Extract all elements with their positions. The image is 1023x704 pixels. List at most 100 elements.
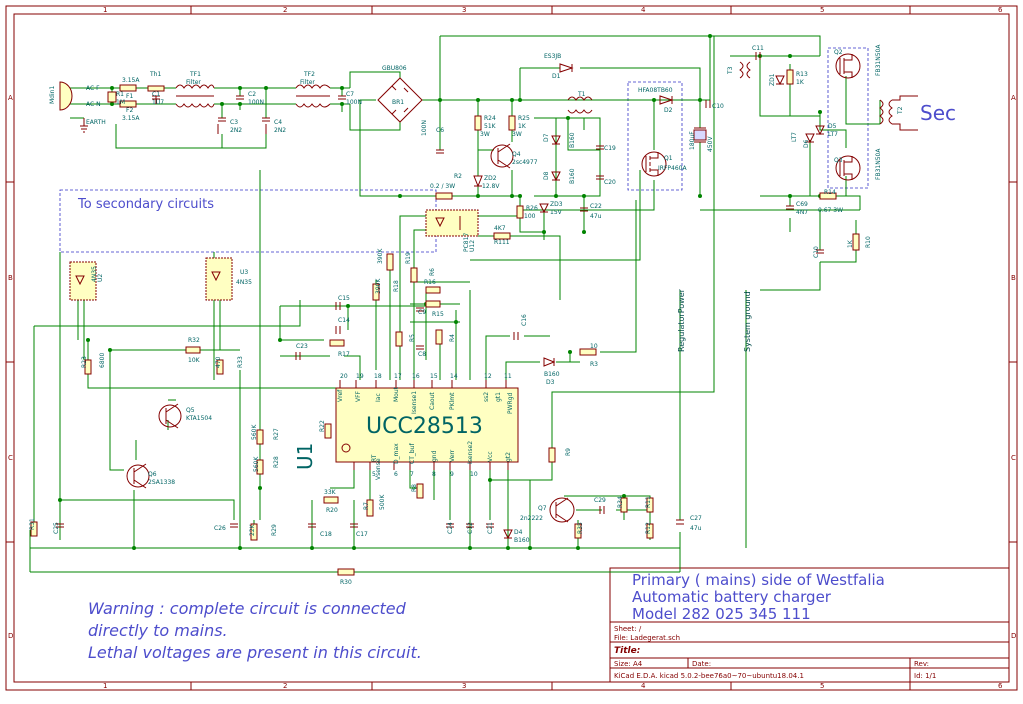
ref-r14: R14	[824, 189, 836, 196]
ref-c6-val: 100N	[421, 120, 428, 136]
col-label: 2	[283, 6, 287, 14]
ref-zd3-val: 15V	[550, 209, 563, 216]
ref-c-bulk: 180uF	[689, 131, 696, 150]
pin-vcc: Vcc	[487, 451, 494, 462]
warning-line-1: Warning : complete circuit is connected	[88, 599, 407, 618]
col-label: 3	[462, 6, 466, 14]
ref-c4-val: 2N2	[274, 127, 286, 134]
ref-r20: R20	[326, 507, 338, 514]
ref-es3j: ES3JB	[544, 53, 561, 60]
to-secondary-label: To secondary circuits	[77, 197, 214, 212]
ref-r28: R28	[273, 456, 280, 468]
ref-c22: C22	[590, 203, 602, 210]
ic-name: UCC28513	[366, 414, 483, 439]
pin-ss2: ss2	[483, 392, 490, 402]
ref-r8: R8	[411, 484, 418, 492]
ref-q6: Q6	[148, 471, 157, 478]
ref-c2-val: 100N	[248, 99, 264, 106]
ref-lt7: LT7	[791, 132, 798, 142]
ref-q5-val: KTA1504	[186, 415, 212, 422]
ref-f1-val: 3.15A	[122, 77, 140, 84]
ref-r7: R7	[363, 502, 370, 510]
ref-hfa: HFA08TB60	[638, 87, 673, 94]
ref-d7: D7	[543, 133, 550, 142]
date-label: Date:	[692, 660, 711, 668]
pin-num: 7	[410, 471, 414, 478]
ref-r29: R29	[271, 524, 278, 536]
ref-c12: C12	[467, 522, 474, 534]
ref-q2: Q2	[834, 49, 843, 56]
ref-r35: R35	[577, 522, 584, 534]
ref-zd3: ZD3	[550, 201, 563, 208]
ref-ac-n: AC N	[86, 101, 101, 108]
ref-c18: C18	[320, 531, 332, 538]
ref-r9: R9	[565, 448, 572, 456]
ref-r18: R18	[393, 280, 400, 292]
ref-c16: C16	[521, 314, 528, 326]
ref-pc817: PC817	[463, 233, 470, 252]
ref-r31: R31	[29, 518, 36, 530]
pin-gt2: gt2	[505, 452, 512, 462]
ref-r14-val: 0.67 3W	[818, 207, 843, 214]
pin-gt1: gt1	[495, 392, 502, 402]
row-label: B	[8, 274, 13, 282]
pin-num: 18	[374, 373, 382, 380]
ref-r13: R13	[796, 71, 808, 78]
ref-r28-val: 560K	[253, 456, 260, 472]
ref-br1: BR1	[392, 99, 404, 106]
title-line-1: Primary ( mains) side of Westfalia	[632, 571, 885, 589]
title-line-2: Automatic battery charger	[632, 588, 832, 606]
row-label: D	[8, 632, 13, 640]
ref-r10: R10	[865, 236, 872, 248]
ref-d6: D6	[803, 139, 810, 148]
ref-c26: C26	[214, 525, 226, 532]
ref-c24: C24	[447, 522, 454, 534]
system-ground-net: System ground	[743, 291, 752, 352]
ref-d5: D5	[828, 123, 837, 130]
ref-u3-val: 4N35	[236, 279, 252, 286]
col-label: 3	[462, 682, 466, 690]
id-label: Id: 1/1	[914, 672, 936, 680]
ref-c3: C3	[230, 119, 238, 126]
ref-c23: C23	[296, 343, 308, 350]
ref-c19: C19	[604, 145, 616, 152]
ref-t2: T2	[897, 106, 904, 115]
title-block: Primary ( mains) side of Westfalia Autom…	[609, 567, 1010, 683]
sec-label: Sec	[920, 101, 956, 125]
ref-r5: R5	[409, 334, 416, 342]
ref-r18-val: 390K	[375, 278, 382, 294]
ref-d3-val: B160	[544, 371, 560, 378]
pin-caout: Caout	[429, 392, 436, 410]
sheet-label: Sheet: /	[614, 625, 642, 633]
ref-r26-val: 100	[524, 213, 536, 220]
ref-f2: F2	[126, 107, 133, 114]
ref-r19: R19	[405, 252, 412, 264]
ref-q4-val: 2sc4977	[512, 159, 538, 166]
title-label: Title:	[614, 646, 640, 656]
col-label: 4	[641, 682, 646, 690]
ref-r24: R24	[484, 115, 496, 122]
ref-c7-val: 100N	[346, 99, 362, 106]
ref-r11: R11	[645, 496, 652, 508]
ref-q1: Q1	[664, 155, 673, 162]
ref-r12: R12	[645, 522, 652, 534]
ref-r25-val: 1K	[518, 123, 527, 130]
ref-u2-val: 4N35	[91, 266, 98, 282]
rev-label: Rev:	[914, 660, 929, 668]
ref-r25: R25	[518, 115, 530, 122]
ref-c10b: C10	[813, 246, 820, 258]
pin-verr: Verr	[449, 449, 456, 462]
pin-num: 20	[340, 373, 348, 380]
ref-r3-val: 10	[590, 343, 598, 350]
pin-num: 6	[394, 471, 398, 478]
ref-c4: C4	[274, 119, 282, 126]
ref-r30: R30	[340, 579, 352, 586]
ref-tf2: TF2	[303, 71, 315, 78]
frame-column-labels: 1 2 3 4 5 6 1 2 3 4 5 6	[103, 6, 1003, 690]
wires	[29, 35, 881, 573]
ref-c69: C69	[796, 201, 808, 208]
ref-r19-val: 390K	[377, 248, 384, 264]
ref-zd2: ZD2	[484, 175, 497, 182]
ref-q5: Q5	[186, 407, 195, 414]
